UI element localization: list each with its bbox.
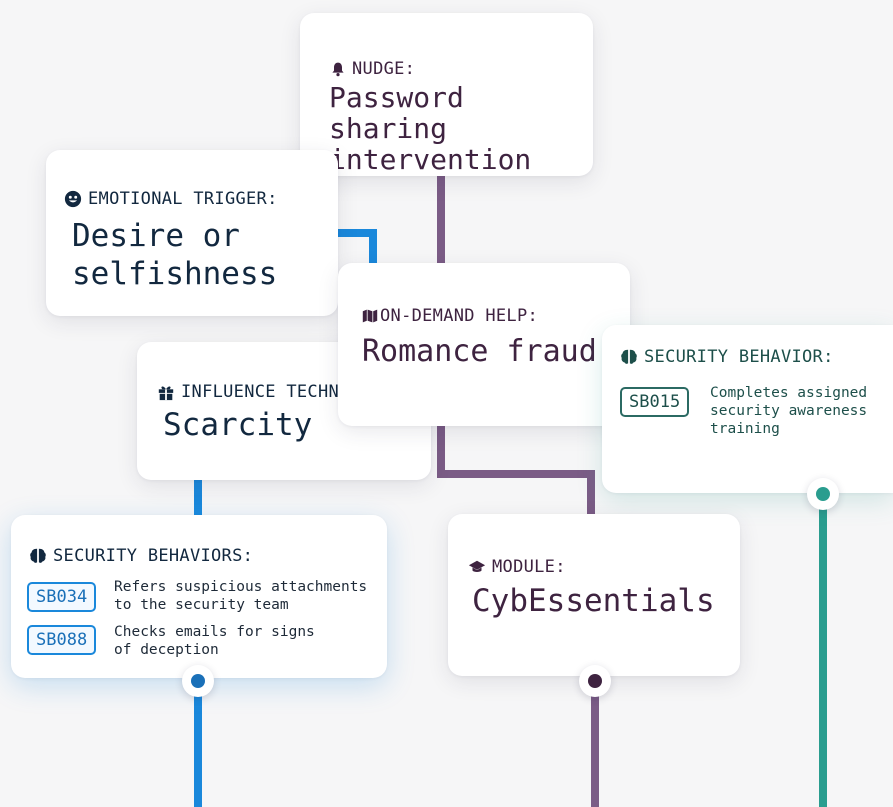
brain-icon <box>621 349 637 364</box>
module-label: MODULE: <box>468 557 566 577</box>
connector-nudge-ondemand <box>437 170 445 270</box>
emotional-trigger-card[interactable]: EMOTIONAL TRIGGER: Desire or selfishness <box>46 150 338 316</box>
map-icon <box>362 309 378 323</box>
on-demand-help-label: ON-DEMAND HELP: <box>362 306 538 326</box>
behavior-code-badge[interactable]: SB088 <box>27 625 97 655</box>
module-card[interactable]: MODULE: CybEssentials <box>448 514 740 676</box>
connector-ondemand-module-v2 <box>587 470 595 520</box>
security-behaviors-label-text: SECURITY BEHAVIORS: <box>53 546 254 566</box>
behavior-description: Checks emails for signs of deception <box>114 624 315 658</box>
gift-icon <box>158 386 174 401</box>
behavior-code-badge[interactable]: SB034 <box>27 582 97 612</box>
connector-emotional-ondemand-h <box>335 229 377 237</box>
bell-icon <box>332 62 344 77</box>
emotional-trigger-label-text: EMOTIONAL TRIGGER: <box>88 189 278 209</box>
security-behavior-label: SECURITY BEHAVIOR: <box>620 347 834 367</box>
emotional-trigger-title: Desire or selfishness <box>72 218 278 292</box>
nudge-label: NUDGE: <box>330 59 415 79</box>
module-label-text: MODULE: <box>492 557 566 577</box>
connector-emotional-ondemand-v <box>369 229 377 269</box>
behavior-description: Completes assigned security awareness tr… <box>710 385 868 437</box>
nudge-label-text: NUDGE: <box>352 59 416 79</box>
on-demand-help-title: Romance fraud <box>362 334 597 369</box>
security-behavior-label-text: SECURITY BEHAVIOR: <box>644 347 834 367</box>
behaviors-node[interactable] <box>182 665 214 697</box>
behaviors-track <box>194 690 202 807</box>
behavior-code-badge[interactable]: SB015 <box>620 387 690 417</box>
nudge-title: Password sharing intervention <box>329 81 532 176</box>
influence-technique-title: Scarcity <box>163 407 313 443</box>
security-behavior-card[interactable]: SECURITY BEHAVIOR: SB015 Completes assig… <box>602 325 893 493</box>
module-title: CybEssentials <box>472 583 715 619</box>
connector-ondemand-module-v1 <box>437 420 445 478</box>
connector-ondemand-module-h <box>437 470 595 478</box>
behavior-node[interactable] <box>807 478 839 510</box>
behavior-description: Refers suspicious attachments to the sec… <box>114 579 368 613</box>
graduation-cap-icon <box>468 560 486 572</box>
smiley-icon <box>64 190 82 208</box>
behavior-track <box>819 505 827 807</box>
security-behaviors-label: SECURITY BEHAVIORS: <box>29 546 253 566</box>
nudge-card[interactable]: NUDGE: Password sharing intervention <box>300 13 593 176</box>
on-demand-help-card[interactable]: ON-DEMAND HELP: Romance fraud <box>338 263 630 426</box>
emotional-trigger-label: EMOTIONAL TRIGGER: <box>64 189 278 209</box>
module-node[interactable] <box>579 665 611 697</box>
security-behaviors-card[interactable]: SECURITY BEHAVIORS: SB034 Refers suspici… <box>11 515 387 678</box>
brain-icon <box>30 548 46 563</box>
on-demand-help-label-text: ON-DEMAND HELP: <box>380 306 539 326</box>
module-track <box>591 690 599 807</box>
connector-influence-behaviors <box>194 476 202 520</box>
